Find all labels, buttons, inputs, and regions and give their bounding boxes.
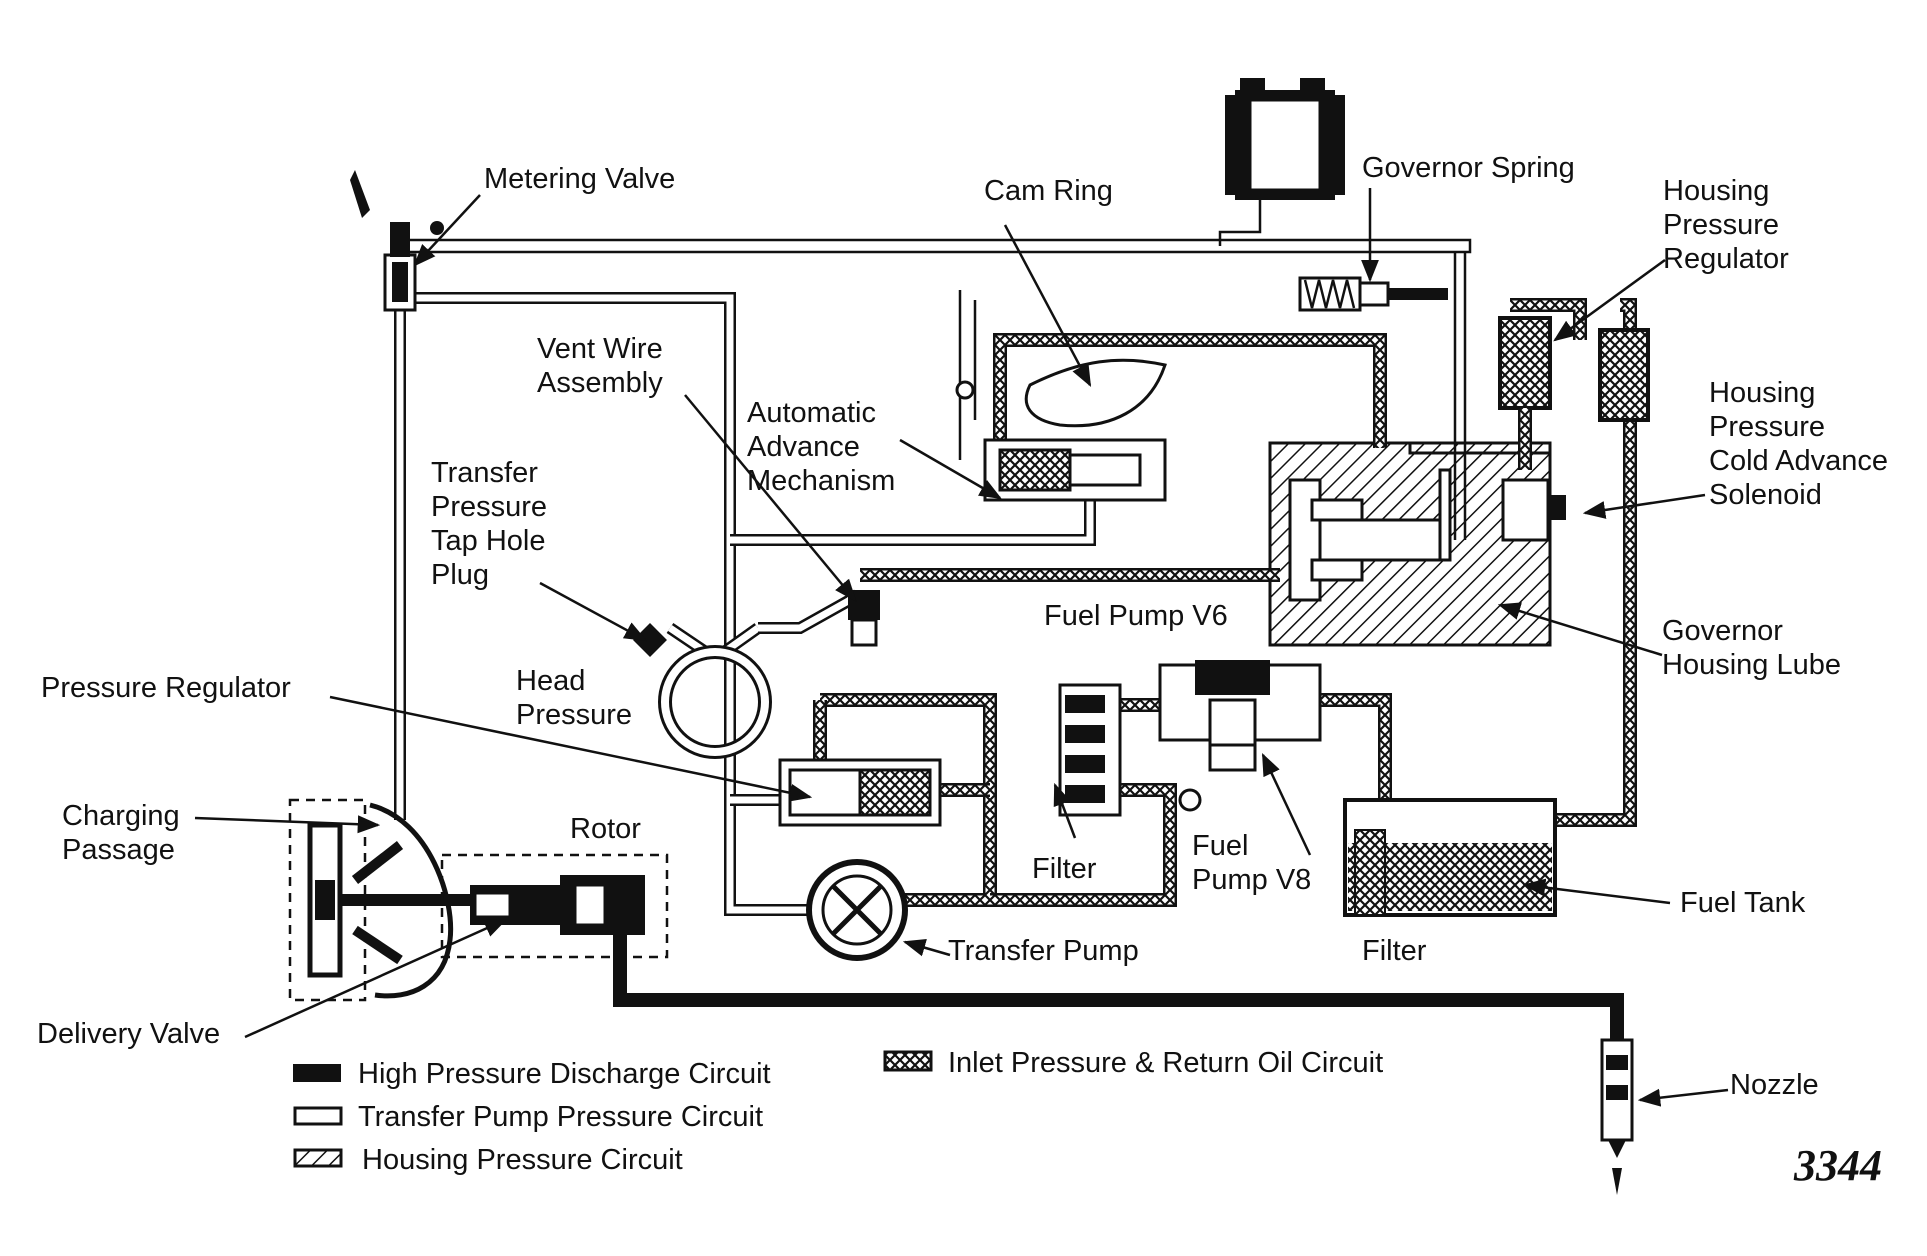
transfer-pump: [806, 859, 908, 961]
head-pressure-ring: [658, 645, 772, 759]
svg-text:High Pressure Discharge Circui: High Pressure Discharge Circuit: [358, 1058, 771, 1090]
governor-housing: [1268, 441, 1552, 647]
label-automatic-advance-mechanism: Automatic Advance Mechanism: [747, 397, 895, 497]
cold-advance-solenoid: [1501, 478, 1566, 542]
label-housing-pressure-regulator: Housing Pressure Regulator: [1663, 175, 1789, 275]
legend-item-housing-pressure: Housing Pressure Circuit: [293, 1144, 683, 1176]
label-fuel-pump-v8: Fuel Pump V8: [1192, 830, 1311, 896]
label-filter-center: Filter: [1032, 853, 1097, 885]
automatic-advance-mechanism: [955, 290, 1167, 502]
fuel-tank: [1343, 798, 1557, 917]
label-filter-tank: Filter: [1362, 935, 1427, 967]
legend-item-transfer-pump: Transfer Pump Pressure Circuit: [293, 1101, 763, 1133]
rotor: [440, 853, 669, 959]
leader-lines: [194, 188, 1729, 1107]
svg-text:Inlet Pressure & Return Oil Ci: Inlet Pressure & Return Oil Circuit: [948, 1047, 1383, 1079]
charging-passage-disk: [288, 798, 470, 1002]
label-metering-valve: Metering Valve: [484, 163, 675, 195]
fuel-pump-v8: [1178, 698, 1257, 812]
label-head-pressure: Head Pressure: [516, 665, 632, 731]
housing-pressure-regulator: [1498, 316, 1650, 470]
nozzle: [1600, 1038, 1634, 1195]
tap-hole-plug: [633, 623, 667, 657]
inlet-return-circuit: [813, 298, 1637, 907]
label-cold-advance-solenoid: Housing Pressure Cold Advance Solenoid: [1709, 377, 1896, 511]
label-cam-ring: Cam Ring: [984, 175, 1113, 207]
label-charging-passage: Charging Passage: [62, 800, 188, 866]
label-fuel-pump-v6: Fuel Pump V6: [1044, 600, 1228, 632]
svg-text:Housing Pressure Circuit: Housing Pressure Circuit: [362, 1144, 683, 1176]
label-nozzle: Nozzle: [1730, 1069, 1819, 1101]
label-delivery-valve: Delivery Valve: [37, 1018, 220, 1050]
labels: Metering Valve Cam Ring Governor Spring …: [37, 152, 1896, 1190]
label-rotor: Rotor: [570, 813, 641, 845]
legend: High Pressure Discharge Circuit Transfer…: [293, 1047, 1383, 1176]
label-tap-hole-plug: Transfer Pressure Tap Hole Plug: [431, 457, 555, 591]
legend-item-inlet-return: Inlet Pressure & Return Oil Circuit: [883, 1047, 1383, 1079]
label-vent-wire-assembly: Vent Wire Assembly: [537, 333, 671, 399]
svg-text:Transfer Pump Pressure Circuit: Transfer Pump Pressure Circuit: [358, 1101, 763, 1133]
governor-spring: [1298, 276, 1448, 312]
high-pressure-circuit: [613, 935, 1624, 1040]
label-fuel-tank: Fuel Tank: [1680, 887, 1806, 919]
figure-number: 3344: [1793, 1141, 1882, 1190]
metering-valve: [350, 170, 444, 312]
filter-center: [1058, 683, 1122, 817]
label-transfer-pump: Transfer Pump: [948, 935, 1139, 967]
label-pressure-regulator: Pressure Regulator: [41, 672, 291, 704]
pressure-regulator: [778, 758, 942, 827]
label-governor-housing-lube: Governor Housing Lube: [1662, 615, 1841, 681]
cam-ring: [1024, 358, 1167, 428]
governor-weight-block: [1218, 78, 1345, 246]
label-governor-spring: Governor Spring: [1362, 152, 1575, 184]
legend-item-high-pressure: High Pressure Discharge Circuit: [293, 1058, 771, 1090]
